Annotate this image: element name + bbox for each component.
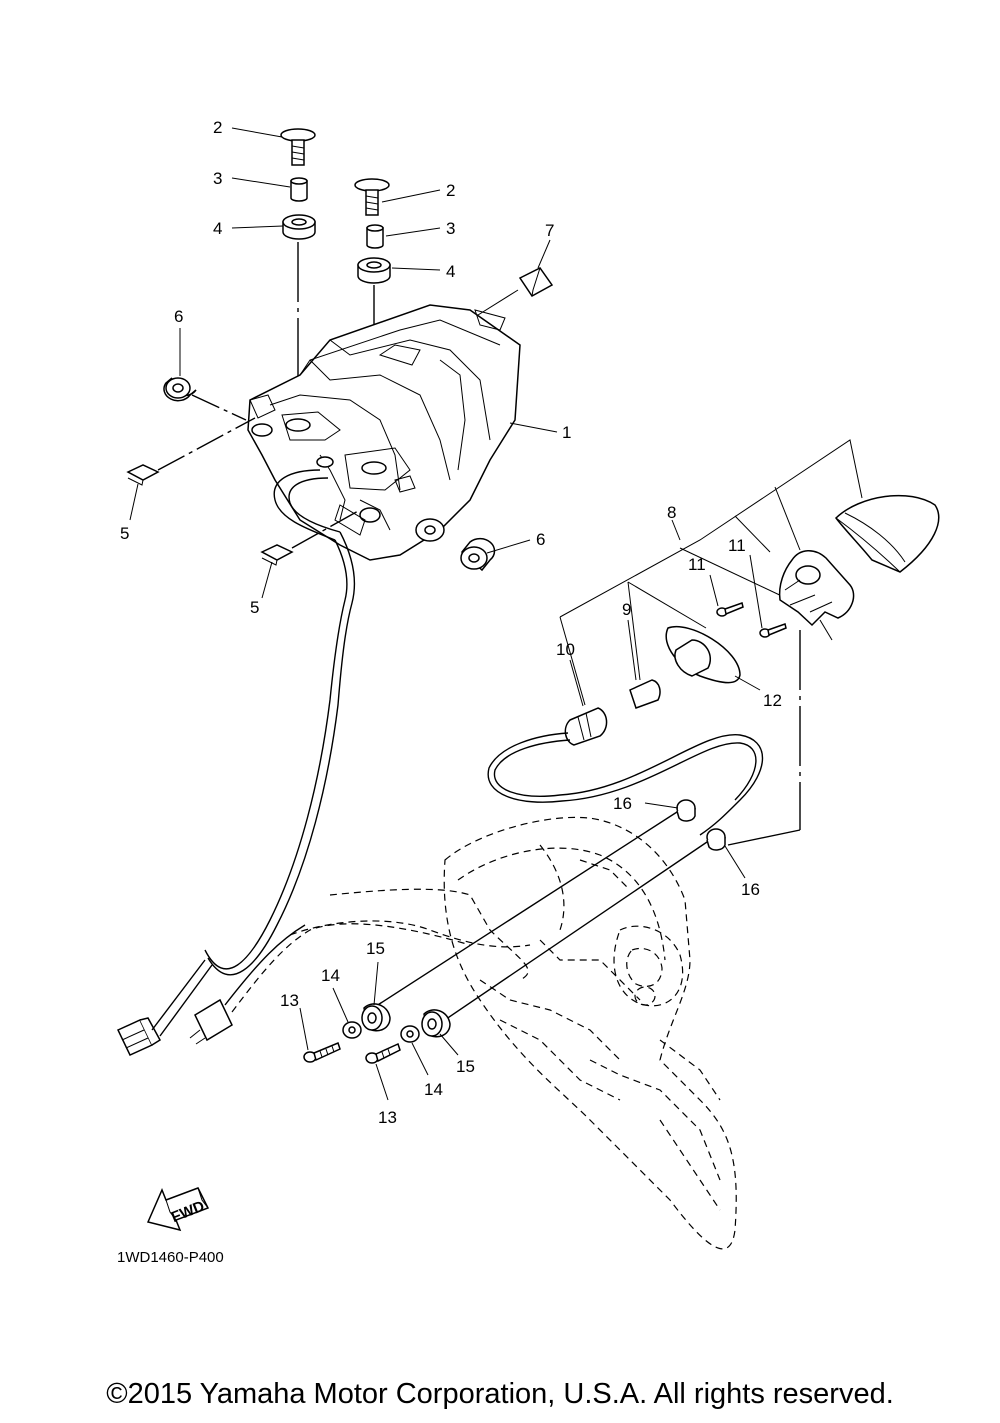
connector-right	[189, 998, 233, 1045]
housing-1	[247, 304, 521, 561]
callout-3b: 3	[446, 219, 455, 238]
callout-2b: 2	[446, 181, 455, 200]
grommet-16-b	[706, 828, 726, 851]
bulb-socket-12	[665, 625, 741, 684]
callout-15b: 15	[456, 1057, 475, 1076]
callout-6b: 6	[536, 530, 545, 549]
grommet-left-top	[282, 214, 316, 240]
copyright-notice: ©2015 Yamaha Motor Corporation, U.S.A. A…	[106, 1378, 894, 1410]
callout-11a: 11	[688, 555, 706, 574]
washer-14-b	[400, 1025, 420, 1043]
lens-cover	[835, 494, 940, 573]
bolt-left	[280, 128, 316, 166]
callout-5b: 5	[250, 598, 259, 617]
grommet-16-a	[676, 799, 696, 822]
screw-11-b	[759, 623, 787, 638]
grommet-right-top	[357, 257, 391, 284]
grommet-15-b	[421, 1009, 451, 1038]
connector-left	[116, 1017, 161, 1056]
callout-6a: 6	[174, 307, 183, 326]
callout-3a: 3	[213, 169, 222, 188]
callout-10: 10	[556, 640, 575, 659]
clip-5-right	[260, 544, 294, 566]
screw-13-a	[303, 1041, 341, 1063]
callout-15a: 15	[366, 939, 385, 958]
callout-5a: 5	[120, 524, 129, 543]
washer-14-a	[342, 1021, 362, 1039]
callout-2a: 2	[213, 118, 222, 137]
rear-fender	[443, 816, 737, 1250]
clip-5-left	[126, 464, 160, 486]
callout-13a: 13	[280, 991, 299, 1010]
leader-lines	[129, 127, 763, 1101]
bulb-9	[629, 679, 661, 709]
clip-7	[518, 267, 554, 297]
bolt-right	[354, 178, 390, 216]
collar-left	[290, 177, 308, 202]
callout-1: 1	[562, 423, 571, 442]
lamp-housing	[778, 550, 855, 641]
callout-14a: 14	[321, 966, 340, 985]
screw-11-a	[716, 602, 744, 617]
callout-16b: 16	[741, 880, 760, 899]
grommet-6-right-a	[415, 518, 445, 542]
diagram-code: 1WD1460-P400	[117, 1249, 224, 1266]
fwd-arrow-icon: FWD	[146, 1187, 210, 1232]
callout-7: 7	[545, 221, 554, 240]
callout-11b: 11	[728, 536, 746, 555]
callout-4b: 4	[446, 262, 455, 281]
socket-10	[564, 707, 608, 746]
screw-13-b	[365, 1042, 401, 1064]
grommet-6-right-b	[460, 537, 496, 572]
callout-9: 9	[622, 600, 631, 619]
grommet-6-left	[163, 377, 197, 402]
callout-8: 8	[667, 503, 676, 522]
callout-16a: 16	[613, 794, 632, 813]
callout-4a: 4	[213, 219, 222, 238]
collar-right	[366, 224, 384, 249]
callout-13b: 13	[378, 1108, 397, 1127]
callout-14b: 14	[424, 1080, 443, 1099]
grommet-15-a	[361, 1003, 391, 1032]
callout-12: 12	[763, 691, 782, 710]
